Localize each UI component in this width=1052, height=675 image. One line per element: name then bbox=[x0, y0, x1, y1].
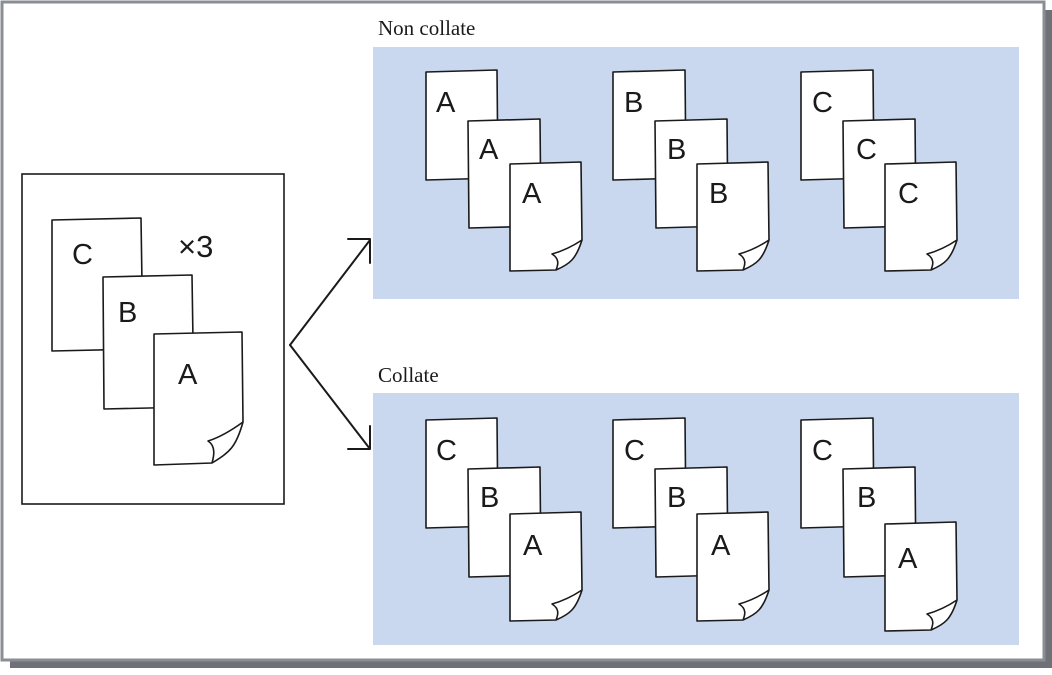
page-letter: C bbox=[812, 87, 833, 119]
arrow-to-collate bbox=[289, 344, 371, 450]
page-letter: C bbox=[856, 134, 877, 166]
page-letter: A bbox=[436, 87, 456, 119]
arrow-to-non-collate bbox=[289, 238, 371, 346]
copies-label: ×3 bbox=[178, 229, 213, 264]
page-letter: B bbox=[709, 178, 728, 210]
collate-stack-3: C B A bbox=[800, 417, 958, 632]
page-sheet bbox=[884, 161, 958, 272]
page-letter: B bbox=[118, 297, 137, 329]
arrows bbox=[289, 238, 371, 450]
page-letter: B bbox=[667, 482, 686, 514]
page-curl bbox=[551, 239, 583, 271]
page-letter: A bbox=[522, 178, 542, 210]
page-curl bbox=[738, 589, 770, 621]
page-letter: B bbox=[624, 87, 643, 119]
collate-stack-2: C B A bbox=[612, 417, 770, 622]
non-collate-title: Non collate bbox=[378, 16, 475, 40]
page-sheet bbox=[884, 521, 958, 632]
page-sheet bbox=[153, 331, 244, 466]
page-letter: C bbox=[72, 239, 93, 271]
page-curl bbox=[207, 421, 244, 464]
page-curl bbox=[926, 239, 958, 271]
page-letter: A bbox=[898, 543, 918, 575]
non-collate-stack-1: A A A bbox=[425, 69, 583, 272]
page-letter: C bbox=[898, 178, 919, 210]
page-curl bbox=[551, 589, 583, 621]
page-letter: A bbox=[523, 530, 543, 562]
page-sheet bbox=[696, 161, 770, 272]
page-letter: A bbox=[178, 359, 198, 391]
page-letter: C bbox=[436, 435, 457, 467]
page-curl bbox=[926, 599, 958, 631]
page-letter: C bbox=[624, 435, 645, 467]
page-letter: B bbox=[667, 134, 686, 166]
page-curl bbox=[738, 239, 770, 271]
non-collate-stack-3: C C C bbox=[800, 69, 958, 272]
source-page-a: A bbox=[153, 331, 244, 466]
page-letter: B bbox=[857, 482, 876, 514]
page-letter: A bbox=[479, 134, 499, 166]
page-sheet bbox=[509, 511, 583, 622]
page-letter: B bbox=[480, 482, 499, 514]
page-sheet bbox=[509, 161, 583, 272]
page-letter: C bbox=[812, 435, 833, 467]
collate-stack-1: C B A bbox=[425, 417, 583, 622]
page-letter: A bbox=[711, 530, 731, 562]
non-collate-stack-2: B B B bbox=[612, 69, 770, 272]
collate-title: Collate bbox=[378, 363, 439, 387]
page-sheet bbox=[696, 511, 770, 622]
